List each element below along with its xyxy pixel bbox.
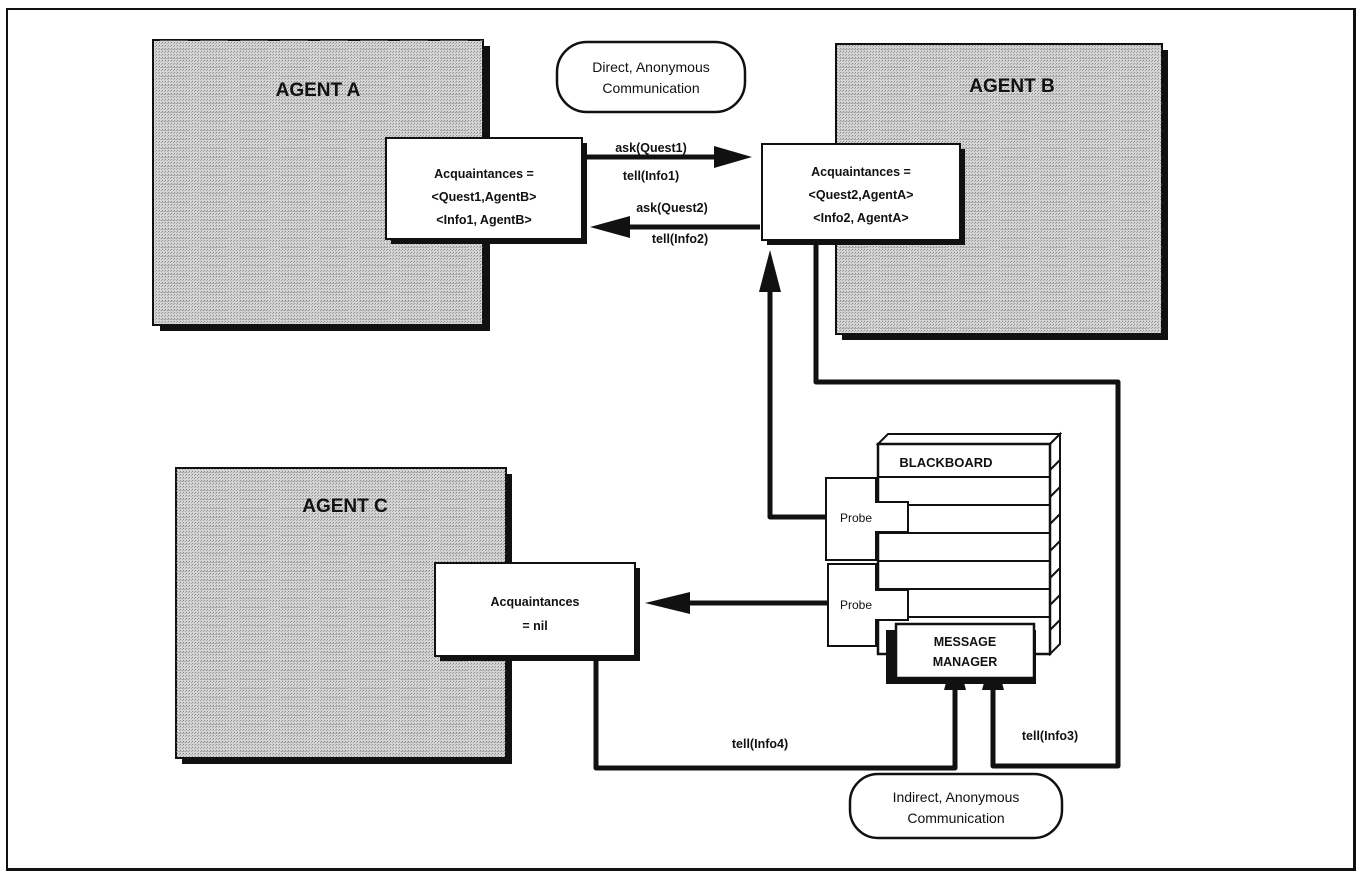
agent-a-title: AGENT A (276, 80, 361, 101)
agent-b-acq-line2: <Quest2,AgentA> (809, 188, 914, 202)
probe-1-shape (825, 477, 909, 561)
message-manager: MESSAGE MANAGER (886, 622, 1036, 684)
blackboard: BLACKBOARD Probe Probe MESSAGE MANAGER (825, 431, 1063, 684)
direct-communication-bubble: Direct, Anonymous Communication (555, 40, 747, 114)
ask-quest2-arrowhead (590, 216, 630, 238)
agent-c: AGENT C (175, 467, 512, 764)
agent-b-box (761, 143, 961, 241)
blackboard-title: BLACKBOARD (899, 455, 992, 470)
agent-b-acq-line1: Acquaintances = (811, 165, 911, 179)
ask-quest1-arrowhead (714, 146, 752, 168)
probe-1-label: Probe (840, 511, 872, 525)
agent-c-acq-line1: Acquaintances (491, 595, 580, 609)
message-manager-box (894, 622, 1036, 680)
agent-b-acquaintances-box: Acquaintances = <Quest2,AgentA> <Info2, … (761, 143, 965, 245)
probe-2-label: Probe (840, 598, 872, 612)
agent-b-title: AGENT B (969, 76, 1055, 97)
agent-a-box (385, 137, 583, 240)
indirect-communication-bubble: Indirect, Anonymous Communication (848, 772, 1064, 840)
probe-2: Probe (827, 563, 909, 647)
diagram-frame (6, 8, 1356, 871)
tell-info1-label: tell(Info1) (623, 169, 679, 183)
probe-2-shape (827, 563, 909, 647)
message-manager-line1: MESSAGE (934, 635, 997, 649)
agent-c-box (434, 562, 636, 657)
agent-c-acquaintances-box: Acquaintances = nil (434, 562, 640, 661)
blackboard-front (876, 442, 1052, 656)
blackboard-side-notches (1049, 459, 1061, 631)
direct-bubble-line2: Communication (602, 80, 699, 96)
indirect-bubble-line1: Indirect, Anonymous (893, 789, 1020, 805)
agent-a-acq-line3: <Info1, AgentB> (436, 213, 531, 227)
connection-lines (585, 154, 1121, 771)
probe2-arrowhead (645, 592, 690, 614)
agent-a-acquaintances-box: Acquaintances = <Quest1,AgentB> <Info1, … (385, 137, 587, 244)
indirect-bubble-line2: Communication (907, 810, 1004, 826)
ask-quest2-label: ask(Quest2) (636, 201, 708, 215)
agent-c-acq-line2: = nil (522, 619, 547, 633)
tell-info3-line (813, 244, 1121, 769)
agent-a-acq-line2: <Quest1,AgentB> (432, 190, 537, 204)
tell-info4-line (593, 660, 958, 771)
direct-bubble-outline (555, 40, 747, 114)
probe1-to-agent-b-line (767, 286, 826, 520)
blackboard-top (875, 433, 1063, 445)
message-manager-line2: MANAGER (933, 655, 998, 669)
agent-c-title: AGENT C (302, 496, 388, 517)
direct-bubble-line1: Direct, Anonymous (592, 59, 710, 75)
agent-b-acq-line3: <Info2, AgentA> (813, 211, 908, 225)
indirect-bubble-outline (848, 772, 1064, 840)
tell-info4-label: tell(Info4) (732, 737, 788, 751)
agent-a-acq-line1: Acquaintances = (434, 167, 534, 181)
tell-info2-label: tell(Info2) (652, 232, 708, 246)
ask-quest1-label: ask(Quest1) (615, 141, 687, 155)
tell-info3-label: tell(Info3) (1022, 729, 1078, 743)
probe1-arrowhead (759, 250, 781, 292)
message-labels: ask(Quest1) tell(Info1) ask(Quest2) tell… (615, 141, 1078, 751)
probe-1: Probe (825, 477, 909, 561)
